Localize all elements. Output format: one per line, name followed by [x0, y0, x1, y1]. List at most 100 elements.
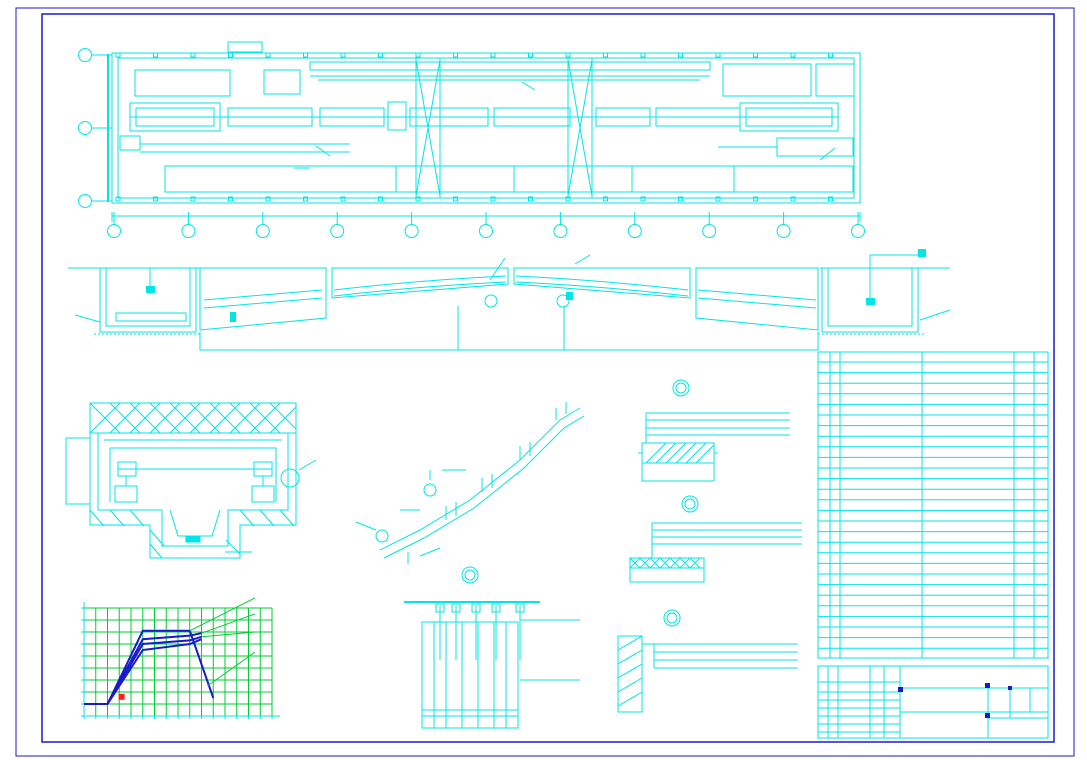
- equipment-block: [776, 137, 854, 157]
- equipment-block: [263, 69, 301, 95]
- column-post: [490, 196, 496, 202]
- title-block-markers: [898, 683, 1012, 718]
- column-post: [190, 196, 196, 202]
- column-post: [640, 52, 646, 58]
- left-pit: [99, 268, 197, 333]
- crane-rail: [309, 61, 711, 71]
- equipment-block: [815, 63, 855, 97]
- plan-column-posts: [115, 52, 833, 202]
- plan-axis-markers-bottom: [107, 212, 865, 238]
- valve-symbol: [423, 483, 437, 497]
- curve-leader-line: [201, 613, 256, 634]
- column-post: [790, 196, 796, 202]
- column-post: [340, 52, 346, 58]
- series-line-3: [106, 635, 202, 705]
- column-post: [528, 196, 533, 202]
- kiln-segment: [331, 267, 509, 299]
- title-block: [817, 665, 1049, 739]
- column-post: [753, 196, 758, 202]
- pipe-section-circle: [461, 566, 479, 584]
- column-post: [228, 196, 233, 202]
- storage-row: [164, 165, 854, 193]
- column-post: [565, 196, 571, 202]
- axis-bubble: [627, 224, 642, 238]
- cross-section-walls: [89, 433, 297, 559]
- column-post: [453, 52, 458, 58]
- pipe-section-circle: [663, 609, 681, 627]
- section-markers: [146, 249, 926, 322]
- column-post: [153, 196, 158, 202]
- column-post: [415, 196, 421, 202]
- column-post: [115, 52, 121, 58]
- isometric-piping: [355, 402, 585, 564]
- kiln-segment: [513, 267, 691, 299]
- column-post: [378, 52, 383, 58]
- sheet-outer-border: [15, 7, 1075, 757]
- axis-bubble: [404, 224, 419, 238]
- column-post: [340, 196, 346, 202]
- heater-detail: [404, 601, 580, 729]
- column-post: [603, 52, 608, 58]
- column-post: [565, 52, 571, 58]
- wall-detail: [617, 635, 643, 713]
- pipe-details: [461, 379, 802, 713]
- plan-view: [107, 41, 861, 222]
- kiln-segment: [199, 267, 327, 331]
- column-post: [303, 52, 308, 58]
- axis-bubble: [255, 224, 270, 238]
- column-post: [715, 52, 721, 58]
- column-post: [265, 196, 271, 202]
- column-post: [528, 52, 533, 58]
- column-post: [603, 196, 608, 202]
- pipe-section-circle: [672, 379, 690, 397]
- series-line-1: [84, 629, 215, 705]
- column-post: [753, 52, 758, 58]
- column-post: [415, 52, 421, 58]
- axis-bubble: [702, 224, 717, 238]
- column-post: [678, 52, 683, 58]
- axis-bubble: [553, 224, 568, 238]
- series-line-4: [106, 638, 202, 705]
- column-post: [378, 196, 383, 202]
- column-post: [153, 52, 158, 58]
- schedule-table: [817, 351, 1049, 659]
- equipment-block: [134, 69, 231, 97]
- axis-bubble: [78, 48, 92, 62]
- column-post: [190, 52, 196, 58]
- sheet-inner-frame: [41, 13, 1055, 743]
- valve-symbol: [375, 529, 389, 543]
- longitudinal-section: [68, 254, 951, 351]
- right-pit: [821, 268, 919, 333]
- axis-bubble: [851, 224, 865, 238]
- axis-bubble: [107, 224, 121, 238]
- curve-leader-line: [201, 631, 256, 638]
- axis-bubble: [330, 224, 345, 238]
- column-post: [115, 196, 121, 202]
- axis-bubble: [78, 121, 92, 135]
- cross-section-roof: [89, 402, 297, 434]
- column-post: [490, 52, 496, 58]
- axis-bubble: [181, 224, 196, 238]
- column-post: [828, 196, 833, 202]
- axis-bubble: [479, 224, 493, 238]
- drive-unit: [387, 101, 407, 131]
- column-post: [228, 52, 233, 58]
- pipe-section-circle: [681, 495, 699, 513]
- column-post: [640, 196, 646, 202]
- series-line-2: [106, 632, 202, 705]
- heating-curve-chart: [81, 597, 280, 719]
- plan-axis-markers-left: [78, 48, 112, 208]
- axis-bubble: [78, 194, 92, 208]
- curve-leader-line: [189, 597, 256, 632]
- column-post: [265, 52, 271, 58]
- column-post: [303, 196, 308, 202]
- column-post: [715, 196, 721, 202]
- column-post: [453, 196, 458, 202]
- curve-leader-line: [207, 651, 256, 687]
- column-post: [828, 52, 833, 58]
- axis-bubble: [776, 224, 791, 238]
- column-post: [678, 196, 683, 202]
- equipment-block: [722, 63, 812, 97]
- cross-section: [65, 402, 317, 559]
